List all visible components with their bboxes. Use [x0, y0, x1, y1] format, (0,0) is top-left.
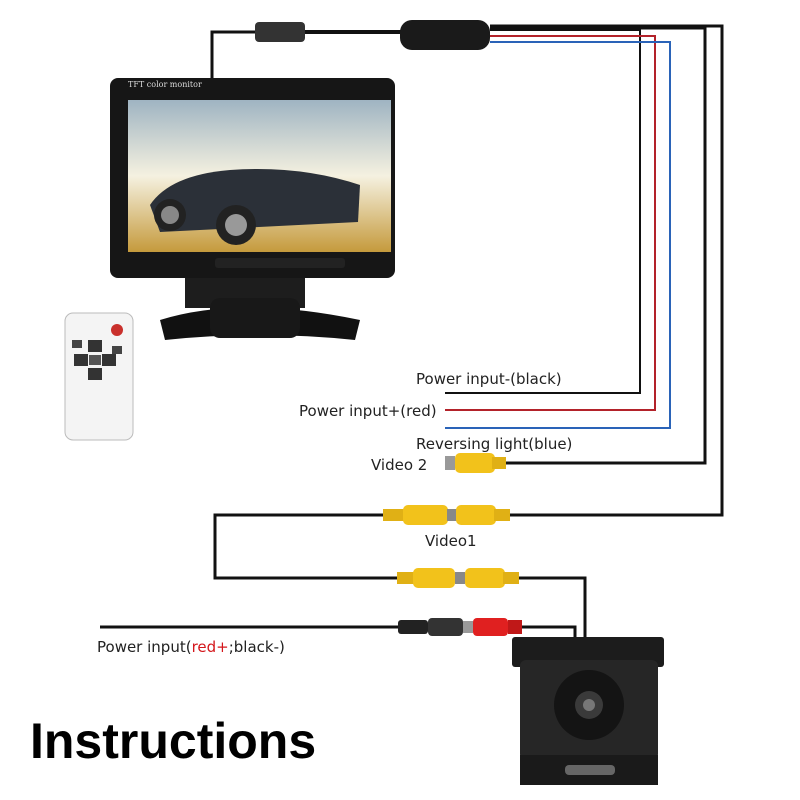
camera-image: [512, 637, 664, 785]
video1-rca-connectors: [383, 505, 510, 525]
splitter-box: [400, 20, 490, 50]
power-plug-connectors: [398, 618, 522, 636]
label-power-input-red: Power input+(red): [299, 402, 437, 420]
monitor-image: [110, 78, 395, 340]
wire-black-power: [445, 29, 641, 394]
monitor-label: TFT color monitor: [128, 80, 202, 89]
label-camera-power-prefix: Power input(: [97, 638, 192, 656]
wire-video1: [213, 24, 724, 640]
label-camera-power: Power input(red+;black-): [97, 638, 285, 656]
wire-video2: [490, 26, 707, 465]
label-power-input-black: Power input-(black): [416, 370, 562, 388]
video2-rca-connector: [445, 453, 506, 473]
page-title: Instructions: [30, 713, 317, 769]
label-camera-power-red: red+: [191, 638, 229, 656]
label-video1: Video1: [425, 532, 477, 550]
monitor-cable: [210, 30, 260, 92]
label-reversing-light-blue: Reversing light(blue): [416, 435, 573, 453]
wire-blue-reversing: [445, 41, 671, 429]
remote-control-image: [64, 312, 134, 441]
wire-red-power: [445, 35, 656, 411]
camera-rca-connectors: [397, 568, 519, 588]
label-video2: Video 2: [371, 456, 428, 474]
monitor-connector: [255, 22, 305, 42]
label-camera-power-suffix: ;black-): [228, 638, 285, 656]
